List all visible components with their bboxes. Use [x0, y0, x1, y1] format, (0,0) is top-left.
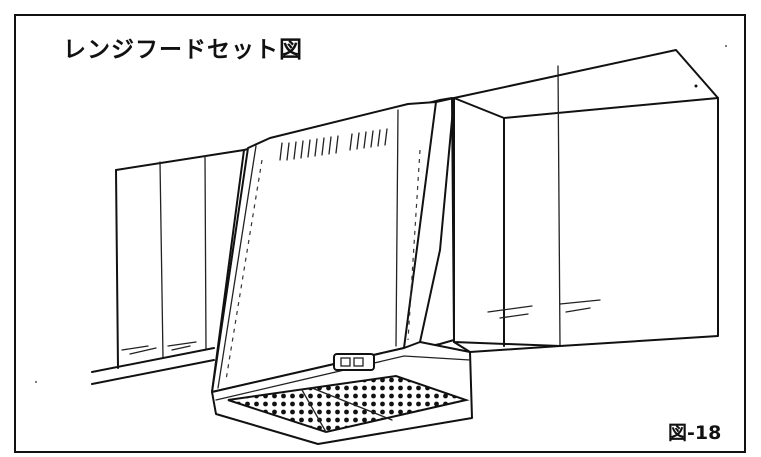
figure-title: レンジフードセット図	[63, 37, 303, 63]
right-wall-cabinet	[453, 49, 719, 353]
grease-filter	[227, 374, 470, 434]
left-wall-cabinet	[91, 149, 245, 385]
figure-frame	[14, 14, 746, 453]
figure-number: 図-18	[668, 422, 722, 444]
